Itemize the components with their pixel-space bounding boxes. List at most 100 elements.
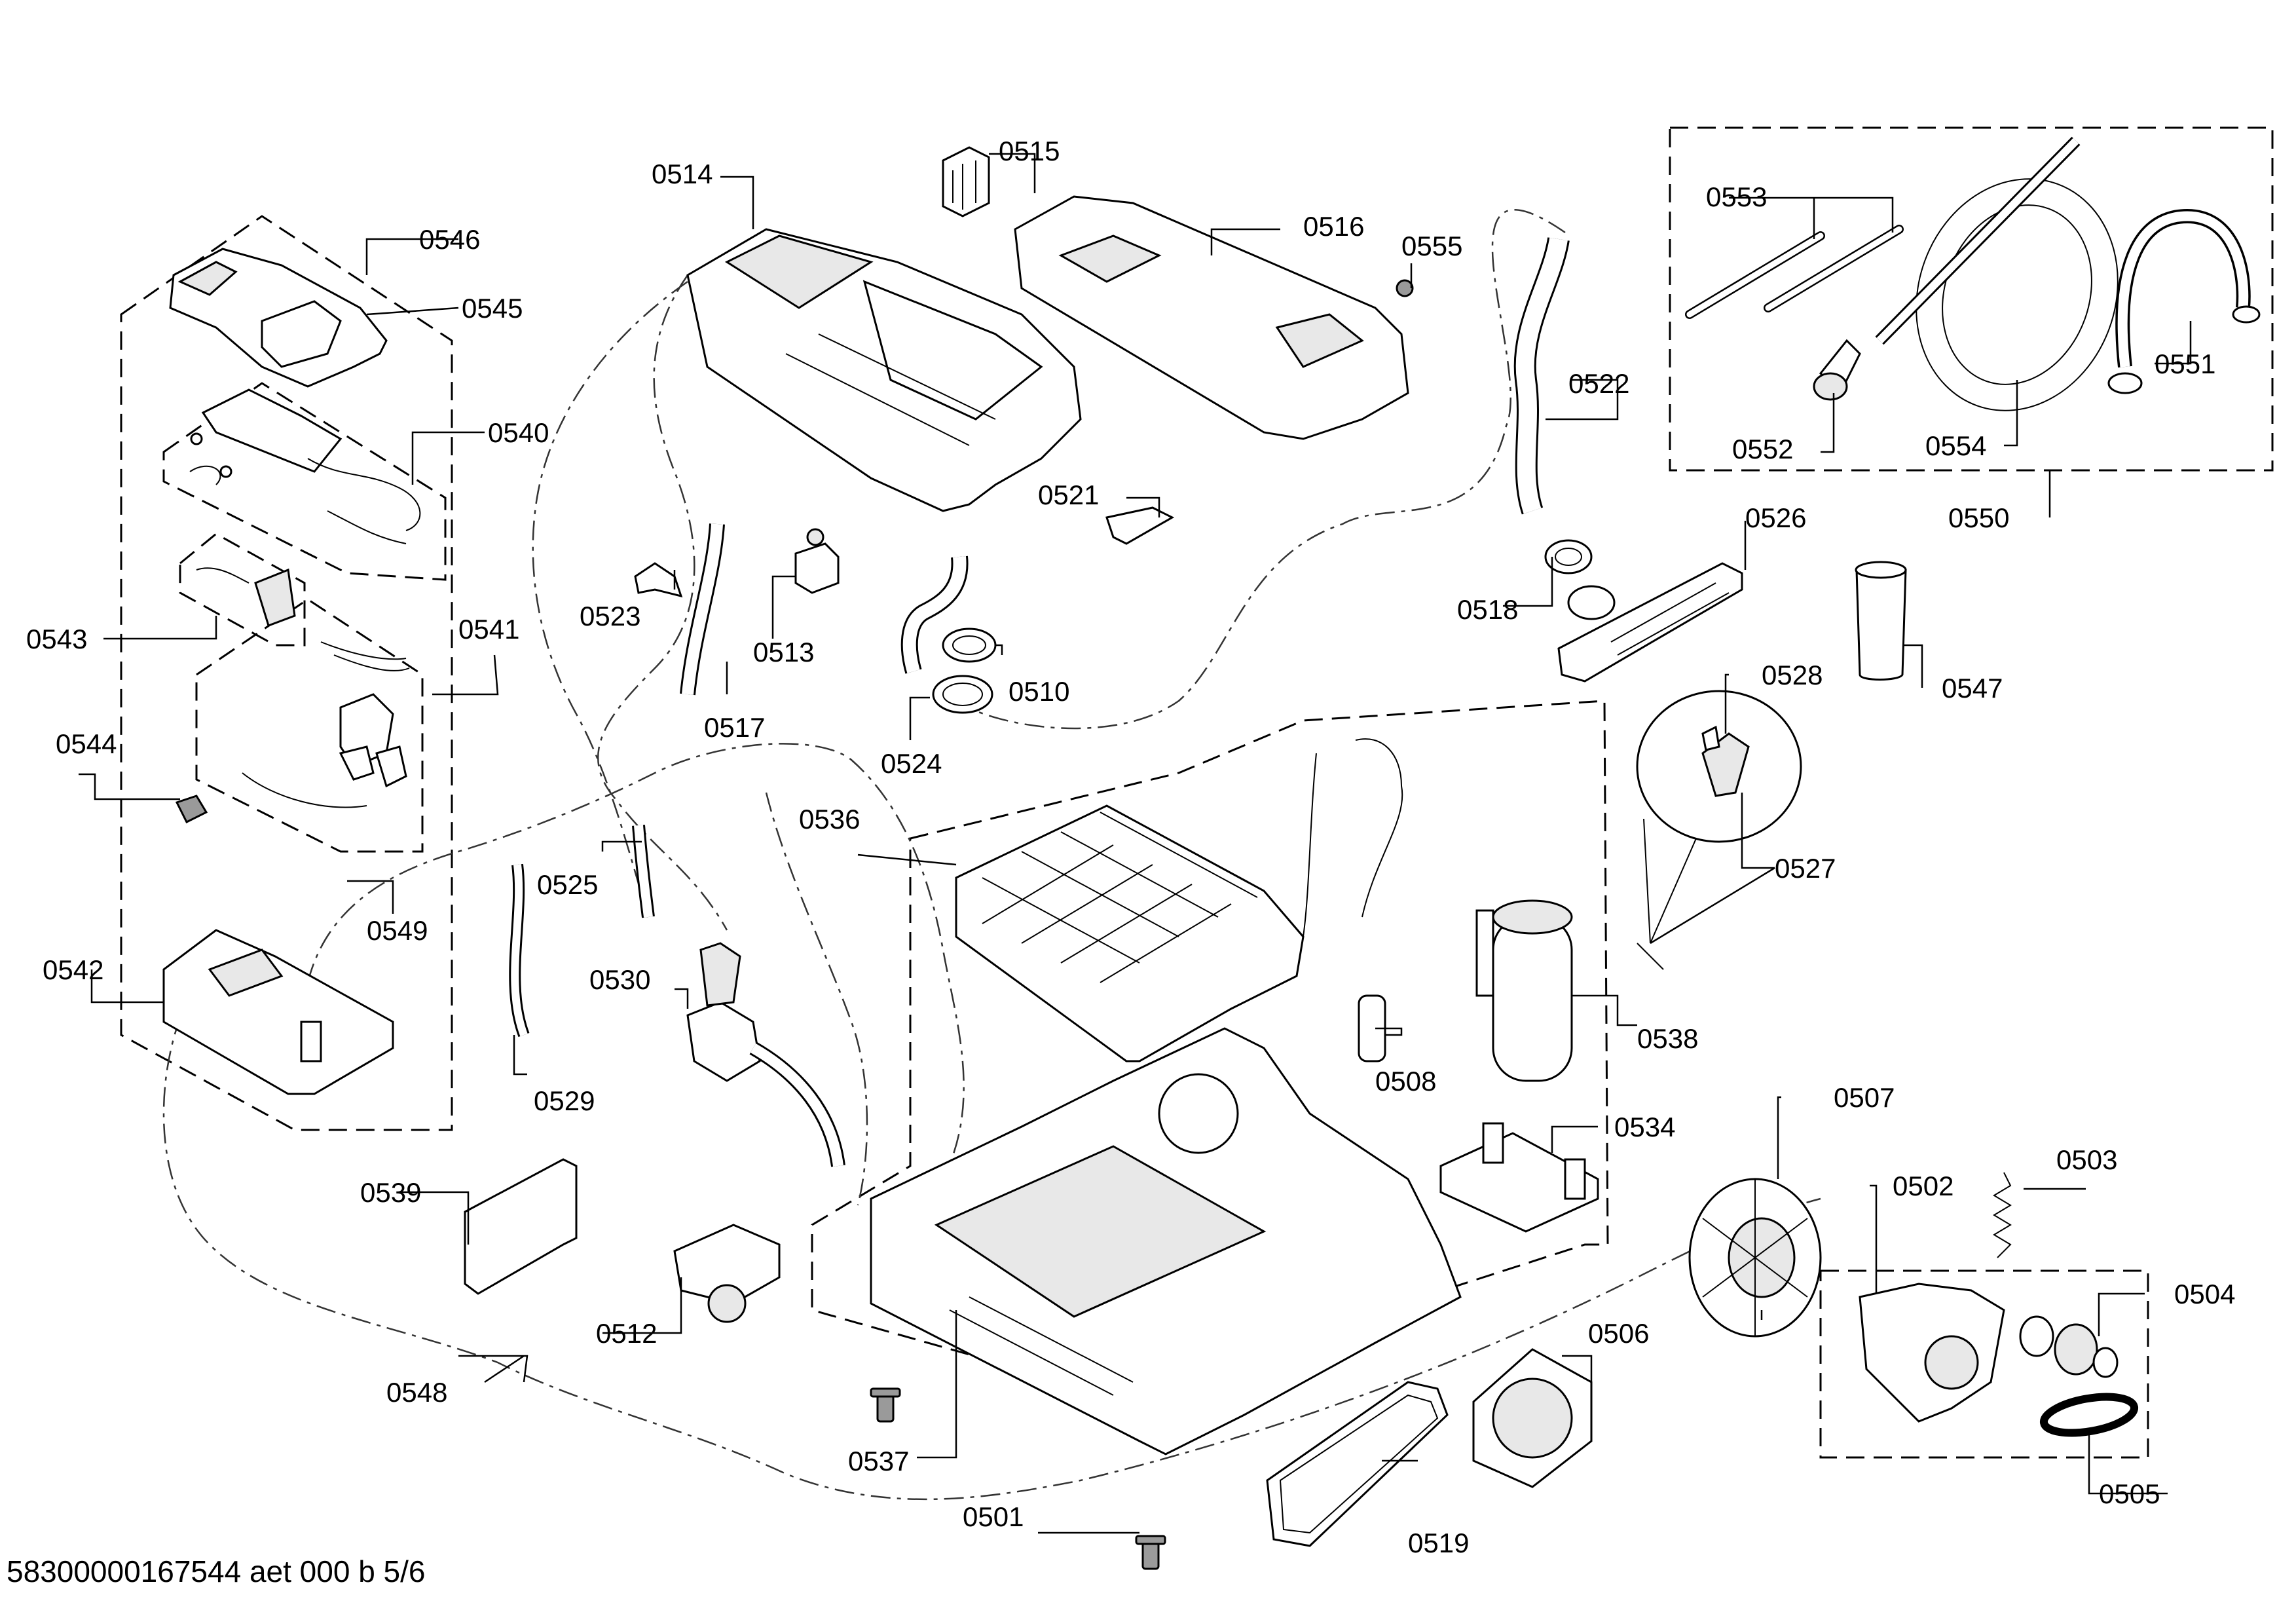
dashdot-path-0522 (955, 209, 1566, 730)
part-0543-sensor (196, 567, 296, 627)
label-0507: 0507 (1834, 1082, 1895, 1113)
label-0541: 0541 (458, 614, 519, 645)
part-0551-hose-bracket (2107, 208, 2261, 394)
part-0536-heat-exchanger (955, 738, 1403, 1062)
part-0503-spring (1993, 1172, 2012, 1258)
part-0552-adapter (1813, 339, 1861, 401)
label-0547: 0547 (1942, 673, 2003, 704)
label-0544: 0544 (56, 728, 117, 759)
label-0510: 0510 (1009, 676, 1069, 707)
part-0523-clip (634, 562, 683, 598)
part-0542-base-module (162, 929, 394, 1095)
label-0521: 0521 (1038, 479, 1099, 510)
part-0547-container (1855, 561, 1907, 681)
part-0519-seal (1266, 1381, 1449, 1547)
part-0554-coiled-hose (1875, 136, 2119, 411)
label-0542: 0542 (43, 954, 103, 985)
part-0540-wiring-harness (189, 388, 421, 544)
label-0538: 0538 (1637, 1023, 1698, 1054)
label-0548: 0548 (386, 1377, 447, 1408)
label-0553: 0553 (1706, 181, 1767, 212)
dashdot-path-0549 (306, 743, 965, 1180)
label-0505: 0505 (2099, 1478, 2160, 1509)
label-0540: 0540 (488, 417, 549, 448)
part-0526-pump-rail (1557, 562, 1743, 683)
label-0501: 0501 (963, 1501, 1024, 1532)
label-0523: 0523 (580, 601, 640, 631)
group-box-0550-accessories (1669, 126, 2274, 472)
label-0545: 0545 (462, 293, 523, 324)
label-0549: 0549 (367, 915, 428, 946)
part-0521-bracket (1105, 506, 1175, 545)
part-0510-ring (942, 628, 997, 663)
part-0512-pump (673, 1224, 781, 1323)
label-0517: 0517 (704, 712, 765, 743)
label-0518: 0518 (1457, 594, 1518, 625)
part-0515-filter (942, 146, 990, 217)
leader-lines (79, 153, 2192, 1534)
label-0504: 0504 (2174, 1279, 2235, 1309)
part-0534-base-plate (1439, 1122, 1599, 1233)
label-0512: 0512 (596, 1318, 657, 1349)
document-code: 58300000167544 aet 000 b 5/6 (7, 1554, 426, 1588)
part-0555-plug (1396, 279, 1414, 297)
label-0515: 0515 (999, 136, 1060, 166)
part-0502-motor (1859, 1283, 2005, 1423)
group-box-0541 (195, 598, 424, 853)
group-box-0540 (162, 382, 447, 581)
part-0537-screw (870, 1387, 901, 1423)
part-0527-sensor-callout (1636, 690, 1802, 970)
part-labels: 0514 0515 0516 0555 0546 0545 0540 0543 … (26, 136, 2235, 1558)
part-0524-ring (932, 675, 993, 714)
part-0516-cover-plate (1014, 195, 1409, 440)
part-0501-screw (1135, 1535, 1166, 1570)
part-chassis-base (870, 1027, 1462, 1455)
group-box-left-electrical (120, 215, 453, 1131)
label-0550: 0550 (1948, 502, 2009, 533)
label-0554: 0554 (1925, 430, 1986, 461)
dashdot-path-0517 (597, 274, 728, 931)
label-0543: 0543 (26, 624, 87, 654)
part-0553-cable-ties (1685, 225, 1904, 319)
part-0538-compressor (1475, 899, 1573, 1082)
part-0546-cover (169, 248, 388, 388)
label-0508: 0508 (1375, 1066, 1436, 1097)
part-0507-impeller (1688, 1178, 1822, 1338)
label-0529: 0529 (534, 1085, 595, 1116)
label-0513: 0513 (753, 637, 814, 667)
part-0506-fan (1472, 1348, 1593, 1488)
part-0518-seal-ring (1544, 539, 1593, 574)
label-0530: 0530 (589, 964, 650, 995)
group-box-0543 (179, 533, 306, 647)
label-0519: 0519 (1408, 1528, 1469, 1558)
part-0514-housing (686, 228, 1082, 512)
label-0536: 0536 (799, 804, 860, 835)
part-0504-pulley (2019, 1315, 2119, 1378)
label-0537: 0537 (848, 1446, 909, 1476)
part-0539-cover (464, 1158, 578, 1295)
label-0524: 0524 (881, 748, 942, 779)
label-0527: 0527 (1775, 853, 1836, 884)
label-0516: 0516 (1303, 211, 1364, 242)
part-0541-pump-assembly (242, 641, 410, 808)
part-0505-belt (2039, 1393, 2139, 1437)
part-0544-clip (175, 795, 208, 824)
dashdot-path-0530 (765, 792, 868, 1206)
label-0528: 0528 (1762, 660, 1823, 690)
label-0514: 0514 (652, 159, 713, 189)
label-0522: 0522 (1568, 368, 1629, 399)
part-0513-valve (794, 528, 840, 594)
label-0526: 0526 (1745, 502, 1806, 533)
label-0503: 0503 (2056, 1144, 2117, 1175)
label-0525: 0525 (537, 869, 598, 900)
label-0534: 0534 (1614, 1112, 1675, 1142)
label-0551: 0551 (2155, 348, 2215, 379)
dashdot-path-0529 (532, 280, 688, 918)
label-0555: 0555 (1401, 231, 1462, 261)
label-0502: 0502 (1893, 1171, 1953, 1201)
label-0506: 0506 (1588, 1318, 1649, 1349)
label-0539: 0539 (360, 1177, 421, 1208)
label-0546: 0546 (419, 224, 480, 255)
label-0552: 0552 (1732, 434, 1793, 464)
